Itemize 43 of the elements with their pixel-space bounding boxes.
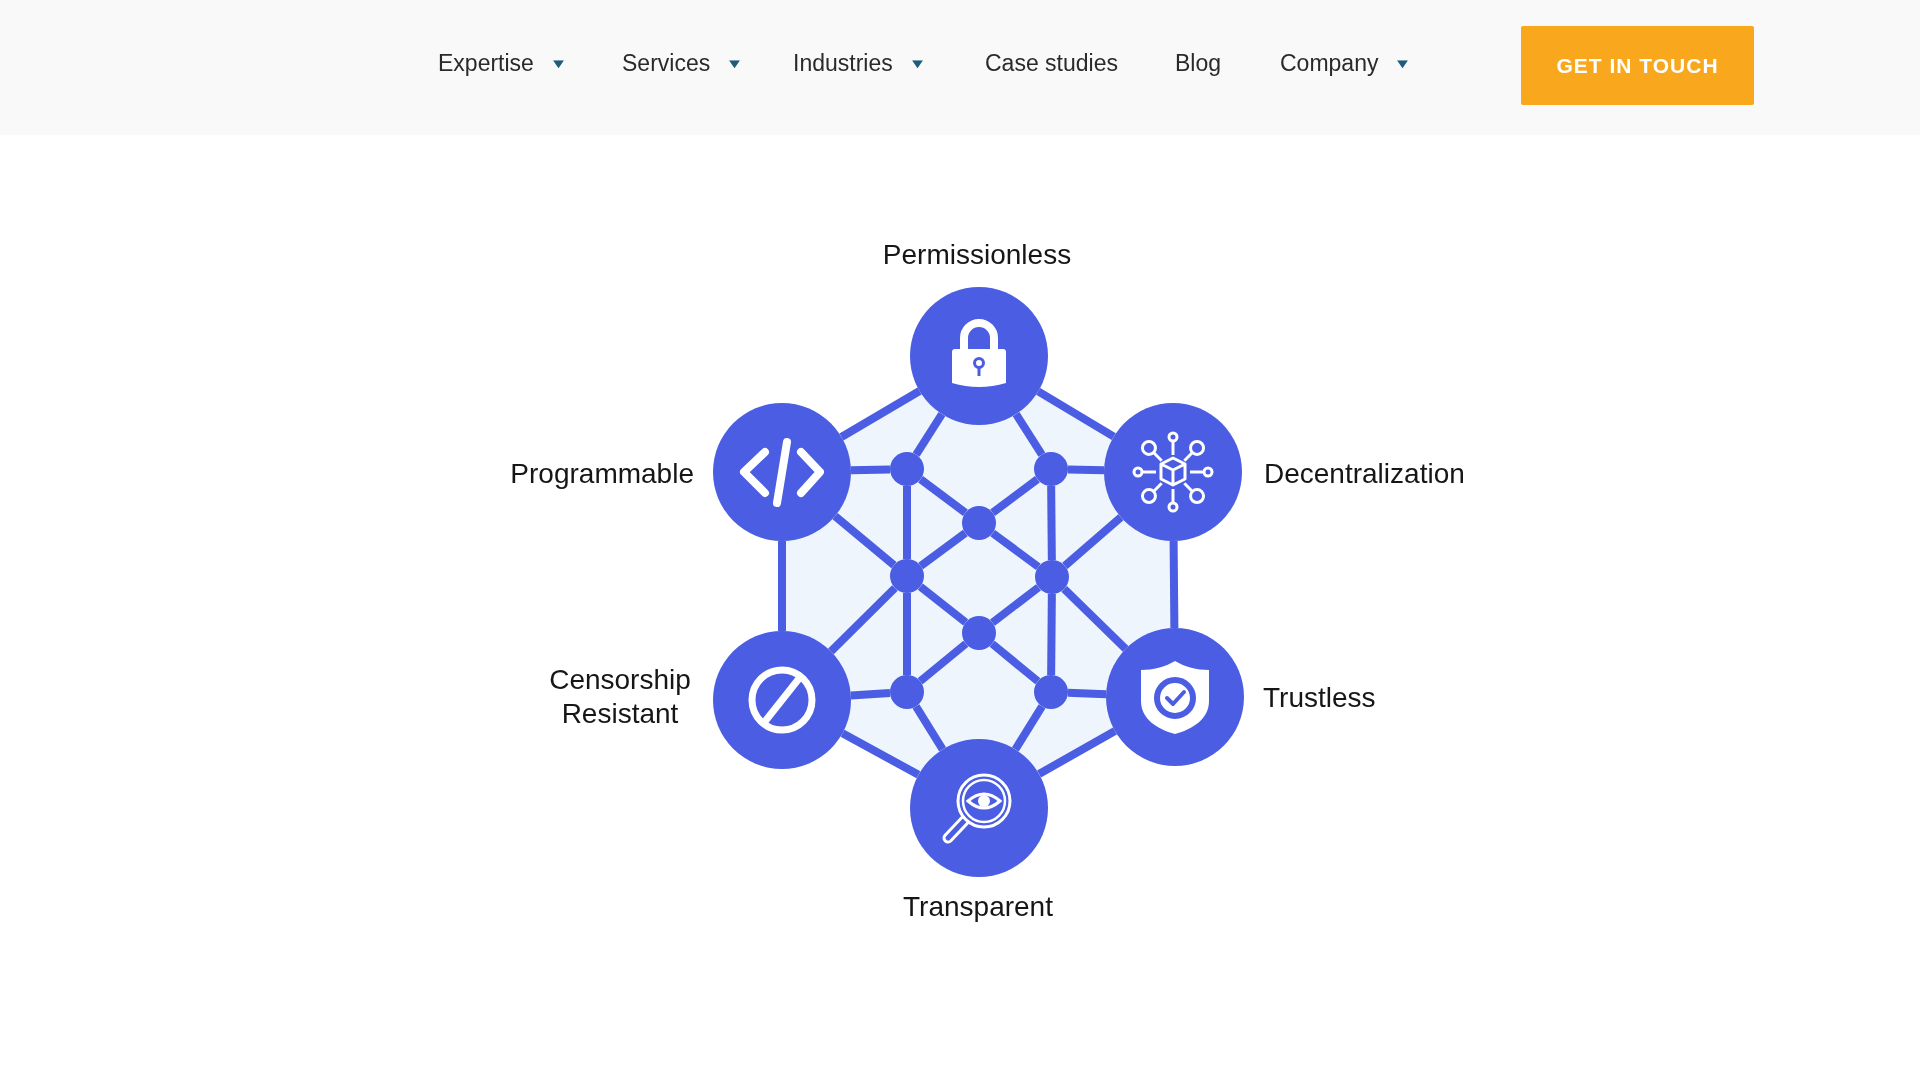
connector-line bbox=[1012, 412, 1046, 457]
contact-button: GET IN TOUCH bbox=[1521, 26, 1754, 105]
connector-line bbox=[1047, 485, 1056, 561]
connector-line bbox=[1012, 704, 1046, 752]
connector-line bbox=[828, 585, 898, 655]
nav-link: Expertise bbox=[438, 50, 564, 78]
feature-label: Censorship Resistant bbox=[548, 663, 692, 731]
feature-label: Programmable bbox=[510, 457, 694, 491]
connector-line bbox=[917, 640, 969, 685]
connector-line bbox=[918, 529, 968, 570]
connector-line bbox=[1036, 387, 1116, 441]
connector-line bbox=[1067, 688, 1107, 699]
connector-line bbox=[990, 529, 1041, 571]
connector-line bbox=[1061, 586, 1129, 652]
connector-line bbox=[850, 465, 891, 475]
nav-link: Company bbox=[1280, 50, 1409, 78]
connector-line bbox=[1062, 514, 1124, 569]
feature-label: Permissionless bbox=[882, 238, 1072, 272]
feature-label: Transparent bbox=[903, 890, 1053, 924]
connector-line bbox=[918, 476, 968, 516]
connector-line bbox=[1067, 465, 1105, 475]
nav-link: Industries bbox=[793, 50, 923, 78]
connector-line bbox=[840, 729, 921, 779]
connector-line bbox=[917, 583, 969, 626]
connector-line bbox=[912, 412, 946, 457]
connector-line bbox=[903, 593, 911, 675]
connector-line bbox=[912, 704, 946, 752]
connector-line bbox=[903, 486, 911, 559]
nav-link: Case studies bbox=[985, 50, 1118, 78]
nav-link: Blog bbox=[1175, 50, 1222, 78]
connector-line bbox=[990, 584, 1041, 626]
connector-line bbox=[989, 640, 1041, 685]
connector-line bbox=[1047, 593, 1056, 676]
connector-line bbox=[839, 387, 922, 441]
connector-line bbox=[778, 541, 786, 631]
connector-line bbox=[832, 513, 897, 569]
feature-label: Trustless bbox=[1263, 681, 1376, 715]
connector-line bbox=[850, 689, 891, 700]
feature-label: Decentralization bbox=[1264, 457, 1465, 491]
connector-line bbox=[1169, 540, 1179, 629]
connector-line bbox=[990, 476, 1040, 516]
nav-link: Services bbox=[622, 50, 741, 78]
connector-line bbox=[1037, 727, 1117, 778]
